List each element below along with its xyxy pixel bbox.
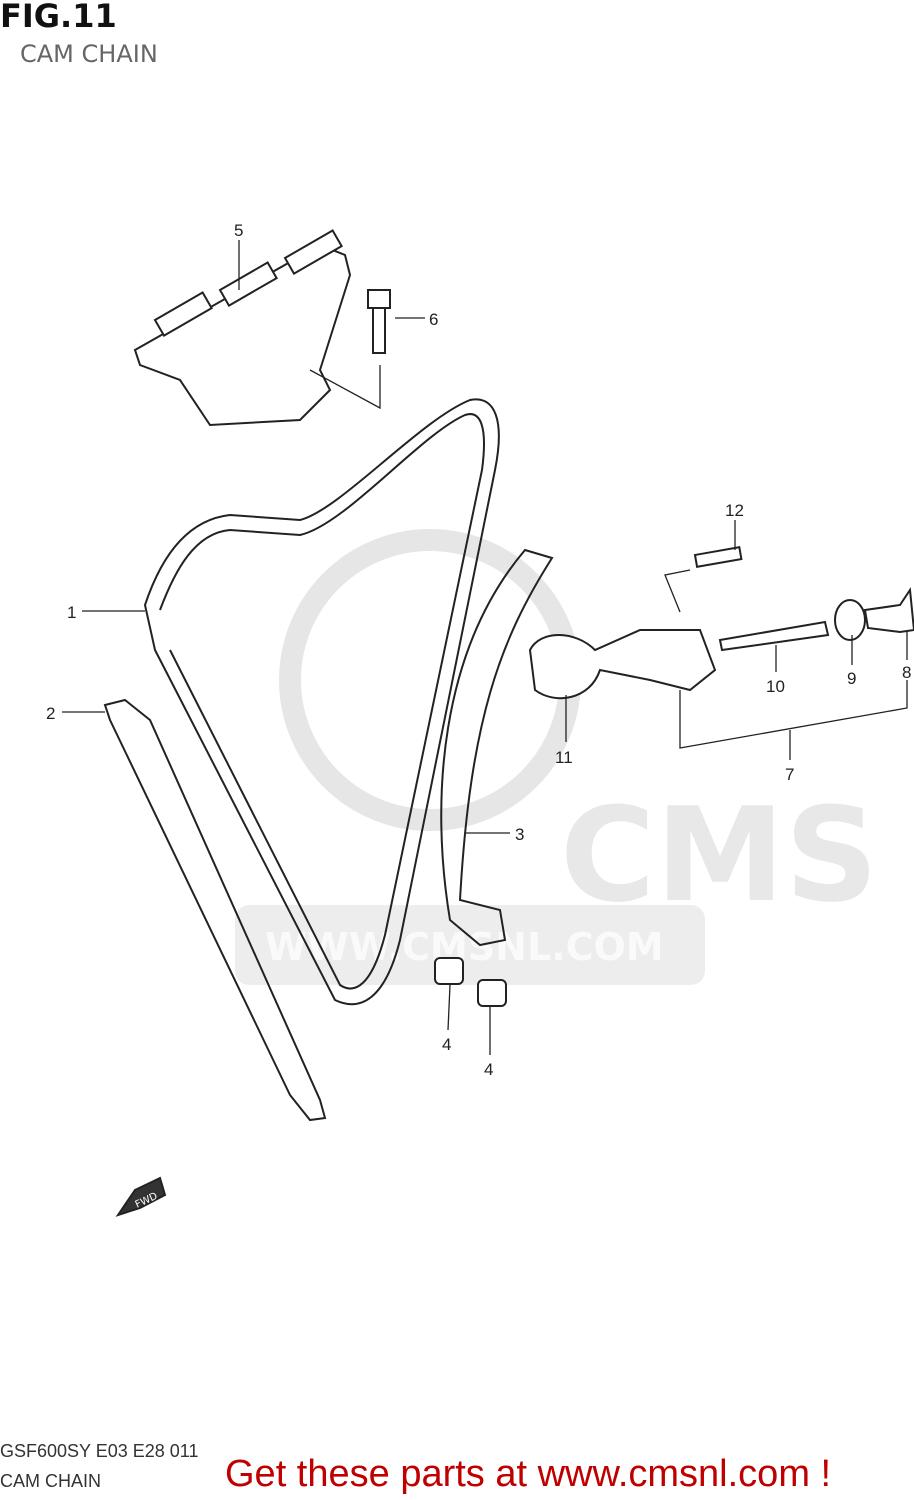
callout-3: 3 — [515, 825, 524, 844]
callout-7: 7 — [785, 765, 794, 784]
parts-small — [115, 289, 914, 1217]
footer-title: CAM CHAIN — [0, 1471, 102, 1491]
callout-9: 9 — [847, 669, 856, 688]
callout-1: 1 — [67, 603, 76, 622]
callout-10: 10 — [766, 677, 785, 696]
callout-labels: 1 2 3 4 4 5 6 7 8 9 10 11 12 — [46, 221, 911, 1079]
watermark: CMS WWW.CMSNL.COM — [235, 529, 878, 985]
callout-4a: 4 — [442, 1035, 451, 1054]
chain-guide — [103, 698, 327, 1122]
callout-8: 8 — [902, 663, 911, 682]
guide-cushion — [133, 229, 352, 427]
callout-6: 6 — [429, 310, 438, 329]
footer-code: GSF600SY E03 E28 011 — [0, 1441, 199, 1461]
leader-lines — [62, 240, 908, 1055]
promo-link[interactable]: Get these parts at www.cmsnl.com ! — [225, 1453, 832, 1495]
cam-chain — [143, 398, 500, 1006]
callout-4b: 4 — [484, 1060, 493, 1079]
figure-title: CAM CHAIN — [20, 40, 158, 68]
figure-number: FIG.11 — [0, 0, 117, 35]
callout-2: 2 — [46, 704, 55, 723]
tensioner-guide — [440, 548, 554, 947]
callout-11: 11 — [555, 748, 573, 767]
callout-12: 12 — [725, 501, 744, 520]
callout-5: 5 — [234, 221, 243, 240]
